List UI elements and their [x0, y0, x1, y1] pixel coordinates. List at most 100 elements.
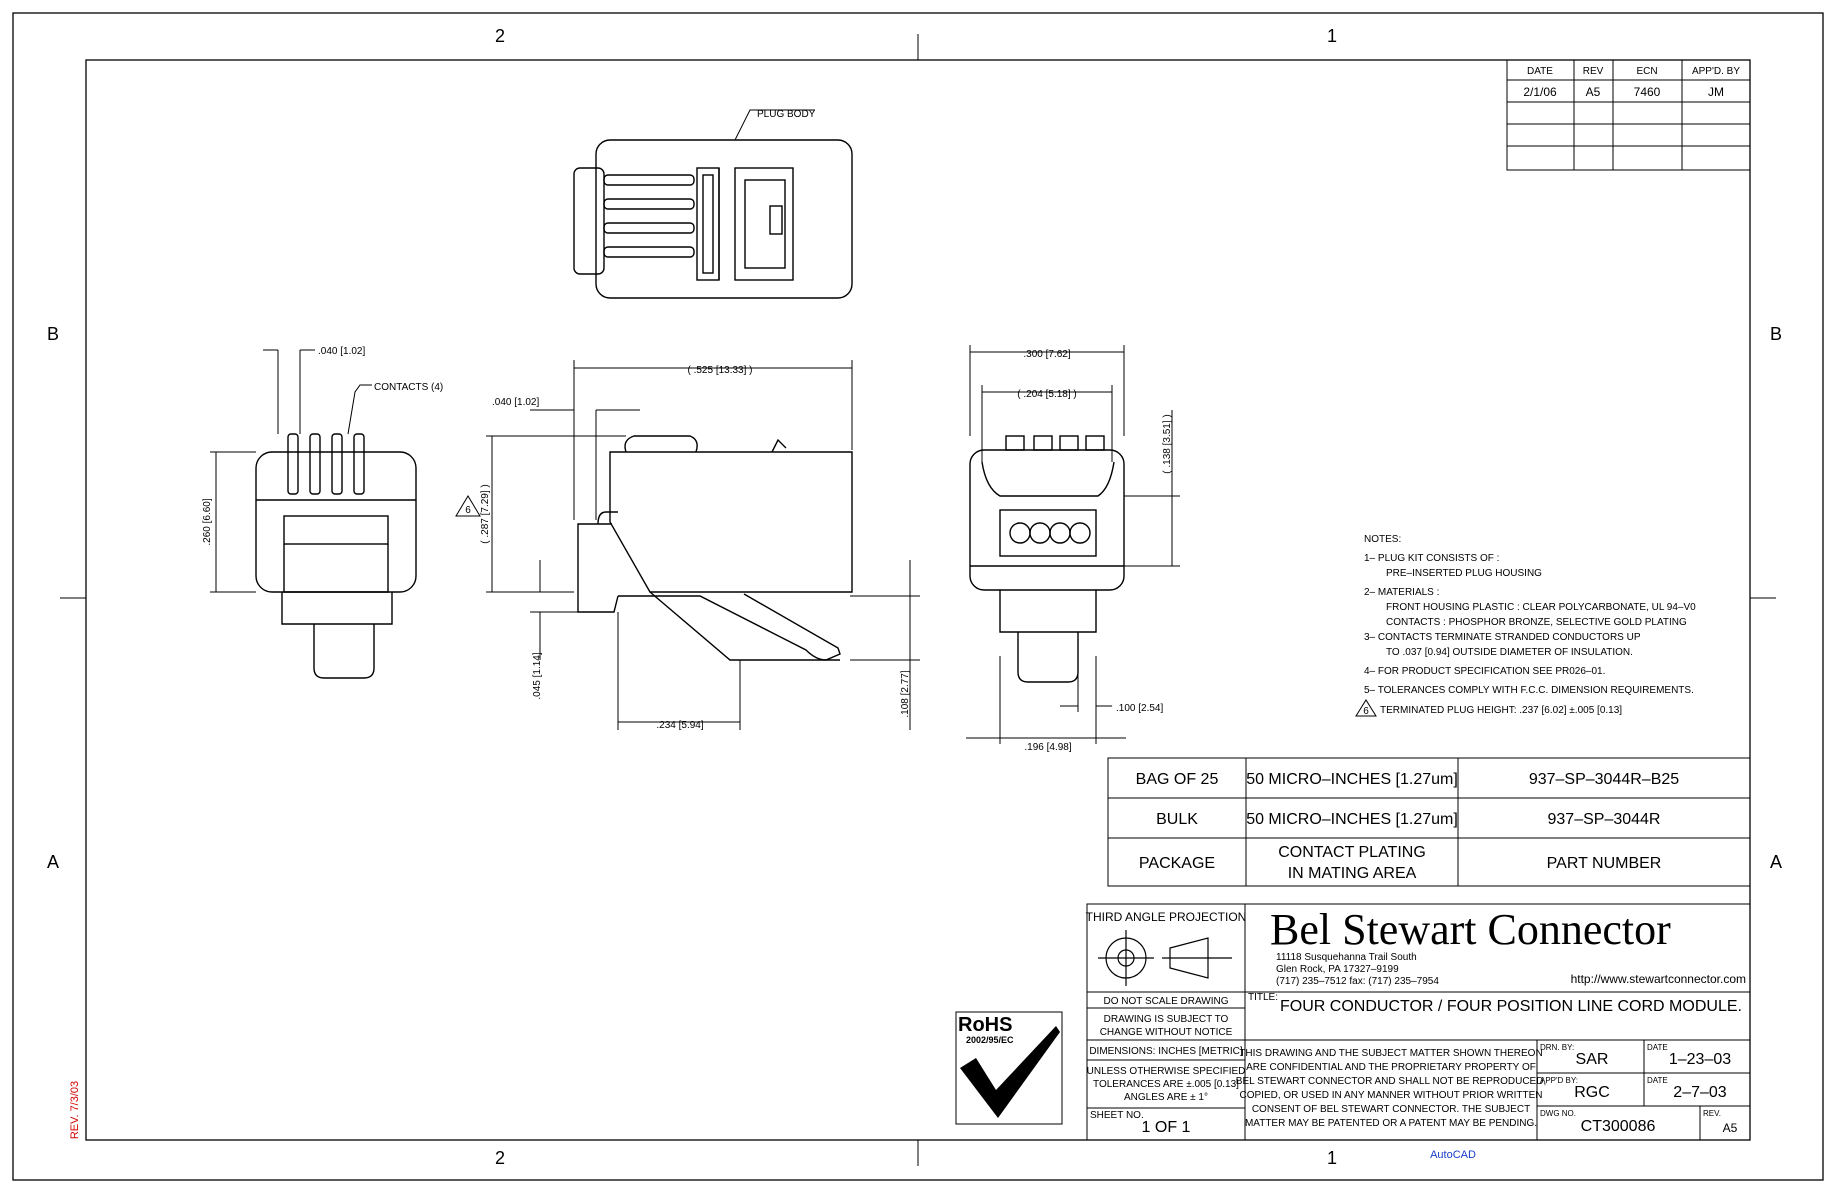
notes-block: NOTES: 1– PLUG KIT CONSISTS OF : PRE–INS… — [1355, 534, 1696, 717]
company-name: Bel Stewart Connector — [1270, 905, 1671, 954]
subject-change-2: CHANGE WITHOUT NOTICE — [1100, 1027, 1233, 1038]
note-line-9: 5– TOLERANCES COMPLY WITH F.C.C. DIMENSI… — [1364, 685, 1694, 696]
end-dim-tab-w: .196 [4.98] — [1024, 742, 1071, 753]
drn-date-value: 1–23–03 — [1669, 1051, 1731, 1068]
rev-value: A5 — [1723, 1121, 1738, 1135]
title-label: TITLE: — [1248, 992, 1278, 1003]
tolerance-line-3: ANGLES ARE ± 1° — [1124, 1092, 1208, 1103]
projection-symbol — [1098, 930, 1232, 986]
projection-label: THIRD ANGLE PROJECTION — [1086, 910, 1247, 924]
top-view — [573, 139, 853, 299]
front-dim-pitch: .040 [1.02] — [318, 346, 365, 357]
title-block-grid — [1086, 903, 1751, 1141]
drn-date-label: DATE — [1647, 1043, 1668, 1052]
part-row2-plating: 50 MICRO–INCHES [1.27um] — [1246, 811, 1458, 828]
part-row2-package: BULK — [1156, 811, 1198, 828]
part-header-plating-1: CONTACT PLATING — [1278, 844, 1426, 861]
rev-label: REV. — [1703, 1109, 1721, 1118]
part-row1-package: BAG OF 25 — [1136, 771, 1219, 788]
callout-contacts: CONTACTS (4) — [374, 382, 443, 393]
confidential-line-5: CONSENT OF BEL STEWART CONNECTOR. THE SU… — [1252, 1104, 1530, 1115]
zone-left-a: A — [47, 852, 59, 872]
subject-change-1: DRAWING IS SUBJECT TO — [1104, 1014, 1229, 1025]
rev-header-rev: REV — [1583, 66, 1604, 77]
callout-leader-plug-body — [734, 109, 815, 141]
appd-date-label: DATE — [1647, 1076, 1668, 1085]
dimensions-units: DIMENSIONS: INCHES [METRIC] — [1089, 1046, 1243, 1057]
side-dim-height: ( .287 [7.29] ) — [480, 484, 491, 543]
inner-border — [85, 59, 1751, 1141]
part-header-plating-2: IN MATING AREA — [1288, 865, 1417, 882]
zone-top-1: 1 — [1327, 26, 1337, 46]
zone-right-b: B — [1770, 324, 1782, 344]
note-flag-triangle — [1355, 699, 1377, 717]
company-website: http://www.stewartconnector.com — [1571, 972, 1746, 986]
front-dims — [210, 349, 372, 593]
dwg-no-label: DWG NO. — [1540, 1109, 1576, 1118]
part-row2-number: 937–SP–3044R — [1548, 811, 1661, 828]
note-line-3: 2– MATERIALS : — [1364, 587, 1439, 598]
side-dims — [486, 360, 920, 730]
part-row1-number: 937–SP–3044R–B25 — [1529, 771, 1679, 788]
side-dim-latch: .045 [1.14] — [532, 652, 543, 699]
side-dim-tab: .234 [5.94] — [656, 720, 703, 731]
callout-plug-body: PLUG BODY — [757, 109, 816, 120]
front-dim-height: .260 [6.60] — [202, 498, 213, 545]
zone-bottom-2: 2 — [495, 1148, 505, 1168]
dwg-no-value: CT300086 — [1581, 1118, 1656, 1135]
end-dim-inner: ( .204 [5.18] ) — [1017, 389, 1076, 400]
zone-right-a: A — [1770, 852, 1782, 872]
zone-top-2: 2 — [495, 26, 505, 46]
confidential-line-4: COPIED, OR USED IN ANY MANNER WITHOUT PR… — [1240, 1090, 1543, 1101]
front-view — [255, 433, 417, 679]
address-line-2: Glen Rock, PA 17327–9199 — [1276, 964, 1399, 975]
side-view — [577, 435, 853, 661]
rohs-checkmark — [960, 1026, 1060, 1118]
drawing-title: FOUR CONDUCTOR / FOUR POSITION LINE CORD… — [1280, 998, 1742, 1015]
rohs-title: RoHS — [958, 1014, 1012, 1036]
rev-row-appd: JM — [1708, 85, 1724, 99]
note-line-5: CONTACTS : PHOSPHOR BRONZE, SELECTIVE GO… — [1386, 617, 1687, 628]
zone-left-b: B — [47, 324, 59, 344]
rev-row-date: 2/1/06 — [1523, 85, 1557, 99]
drn-by-value: SAR — [1576, 1051, 1609, 1068]
zone-bottom-1: 1 — [1327, 1148, 1337, 1168]
end-view — [969, 435, 1125, 683]
sheet-label: SHEET NO. — [1090, 1110, 1144, 1121]
note-line-7: TO .037 [0.94] OUTSIDE DIAMETER OF INSUL… — [1386, 647, 1633, 658]
tolerance-line-2: TOLERANCES ARE ±.005 [0.13] — [1093, 1079, 1239, 1090]
rev-header-appd: APP'D. BY — [1692, 66, 1740, 77]
side-flag-note: 6 — [465, 505, 471, 516]
note-line-8: 4– FOR PRODUCT SPECIFICATION SEE PR026–0… — [1364, 666, 1605, 677]
rohs-logo: RoHS 2002/95/EC — [955, 1011, 1063, 1125]
rev-stamp: REV. 7/3/03 — [69, 1081, 81, 1139]
zone-ticks — [60, 34, 1776, 1166]
part-header-number: PART NUMBER — [1547, 855, 1662, 872]
part-header-package: PACKAGE — [1139, 855, 1215, 872]
confidential-line-2: ARE CONFIDENTIAL AND THE PROPRIETARY PRO… — [1246, 1062, 1536, 1073]
note-line-4: FRONT HOUSING PLASTIC : CLEAR POLYCARBON… — [1386, 602, 1696, 613]
rev-header-date: DATE — [1527, 66, 1553, 77]
note-line-1: 1– PLUG KIT CONSISTS OF : — [1364, 553, 1499, 564]
end-dims — [966, 345, 1180, 744]
part-table — [1107, 757, 1751, 887]
note-line-2: PRE–INSERTED PLUG HOUSING — [1386, 568, 1542, 579]
rohs-subtitle: 2002/95/EC — [966, 1035, 1014, 1045]
note-line-6: 3– CONTACTS TERMINATE STRANDED CONDUCTOR… — [1364, 632, 1641, 643]
rev-row-ecn: 7460 — [1634, 85, 1661, 99]
autocad-label: AutoCAD — [1430, 1149, 1476, 1161]
confidential-line-6: MATTER MAY BE PATENTED OR A PATENT MAY B… — [1245, 1118, 1537, 1129]
note-line-10: TERMINATED PLUG HEIGHT: .237 [6.02] ±.00… — [1380, 705, 1622, 716]
side-flag-triangle — [455, 495, 481, 517]
part-row1-plating: 50 MICRO–INCHES [1.27um] — [1246, 771, 1458, 788]
side-dim-length: ( .525 [13.33] ) — [687, 365, 752, 376]
rev-row-rev: A5 — [1586, 85, 1601, 99]
outer-border — [12, 12, 1824, 1181]
appd-by-value: RGC — [1574, 1084, 1610, 1101]
side-dim-drop: .108 [2.77] — [900, 670, 911, 717]
sheet-value: 1 OF 1 — [1142, 1119, 1191, 1136]
end-dim-slot: ( .138 [3.51] ) — [1162, 414, 1173, 473]
do-not-scale: DO NOT SCALE DRAWING — [1103, 996, 1228, 1007]
